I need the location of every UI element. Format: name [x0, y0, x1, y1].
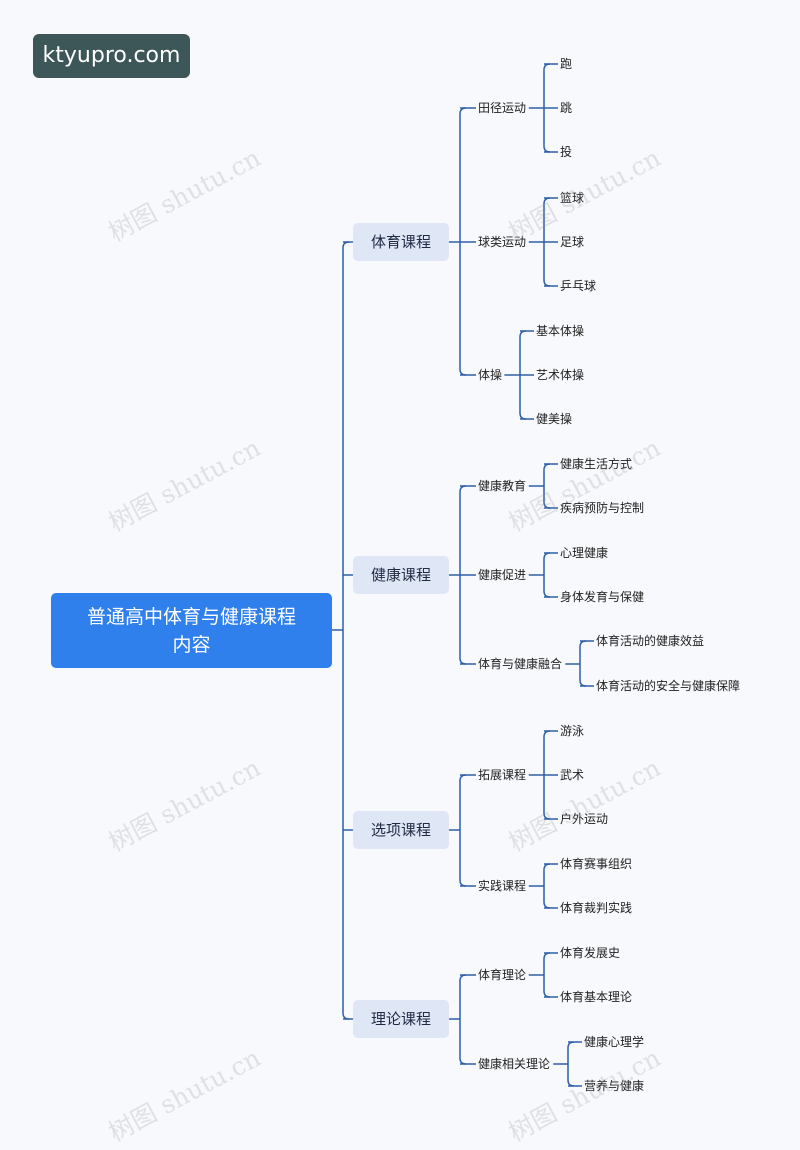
leaf-node[interactable]: 健康生活方式	[560, 457, 633, 471]
sub-node[interactable]: 球类运动	[478, 235, 527, 249]
leaf-node[interactable]: 体育发展史	[560, 946, 621, 960]
leaf-node[interactable]: 基本体操	[536, 324, 585, 338]
leaf-node[interactable]: 武术	[560, 768, 585, 782]
sub-node[interactable]: 体育与健康融合	[478, 657, 563, 671]
leaf-node[interactable]: 身体发育与保健	[560, 590, 645, 604]
leaf-node[interactable]: 足球	[560, 235, 585, 249]
leaf-node[interactable]: 体育活动的安全与健康保障	[596, 679, 741, 693]
root-node[interactable]: 普通高中体育与健康课程 内容	[51, 593, 332, 668]
branch-node[interactable]: 体育课程	[353, 223, 449, 261]
leaf-node[interactable]: 篮球	[560, 191, 585, 205]
branch-node[interactable]: 选项课程	[353, 811, 449, 849]
leaf-node[interactable]: 游泳	[560, 724, 585, 738]
leaf-node[interactable]: 跑	[560, 57, 573, 71]
leaf-node[interactable]: 投	[560, 145, 573, 159]
site-badge: ktyupro.com	[33, 34, 190, 78]
sub-node[interactable]: 实践课程	[478, 879, 527, 893]
leaf-node[interactable]: 乒乓球	[560, 279, 597, 293]
sub-node[interactable]: 体操	[478, 368, 503, 382]
leaf-node[interactable]: 营养与健康	[584, 1079, 645, 1093]
leaf-node[interactable]: 跳	[560, 101, 573, 115]
leaf-node[interactable]: 体育活动的健康效益	[596, 634, 705, 648]
leaf-node[interactable]: 户外运动	[560, 812, 609, 826]
leaf-node[interactable]: 心理健康	[560, 546, 609, 560]
leaf-node[interactable]: 艺术体操	[536, 368, 585, 382]
leaf-node[interactable]: 体育基本理论	[560, 990, 633, 1004]
sub-node[interactable]: 拓展课程	[478, 768, 527, 782]
leaf-node[interactable]: 健康心理学	[584, 1035, 645, 1049]
leaf-node[interactable]: 疾病预防与控制	[560, 501, 645, 515]
sub-node[interactable]: 田径运动	[478, 101, 527, 115]
leaf-node[interactable]: 体育裁判实践	[560, 901, 633, 915]
sub-node[interactable]: 体育理论	[478, 968, 527, 982]
sub-node[interactable]: 健康教育	[478, 479, 527, 493]
leaf-node[interactable]: 体育赛事组织	[560, 857, 633, 871]
sub-node[interactable]: 健康相关理论	[478, 1057, 551, 1071]
leaf-node[interactable]: 健美操	[536, 412, 573, 426]
branch-node[interactable]: 理论课程	[353, 1000, 449, 1038]
sub-node[interactable]: 健康促进	[478, 568, 527, 582]
branch-node[interactable]: 健康课程	[353, 556, 449, 594]
